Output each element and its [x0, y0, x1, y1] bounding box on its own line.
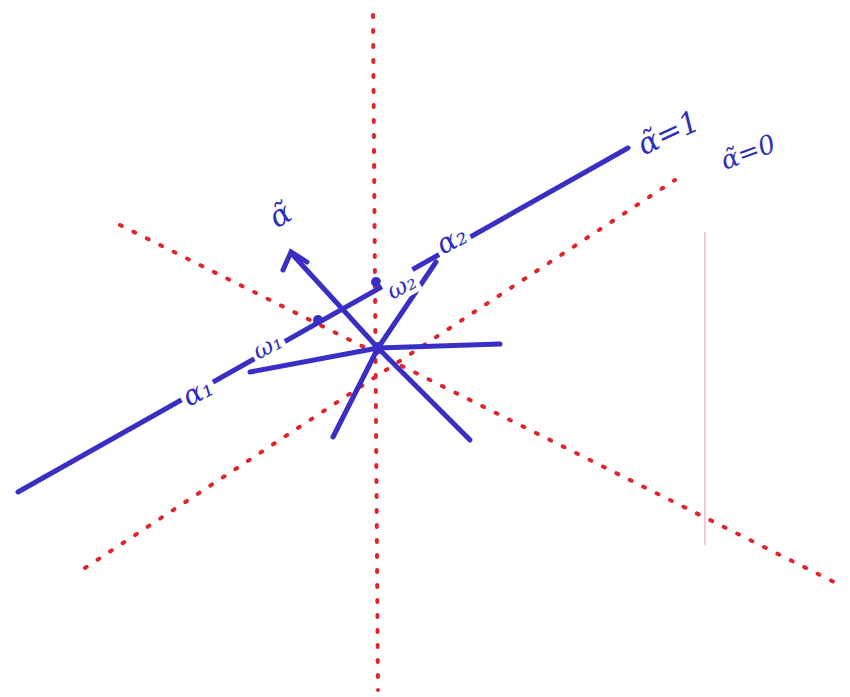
math-label: ω₂ — [380, 266, 423, 306]
math-label: α̃ — [260, 193, 299, 235]
blue-root-vectors — [18, 148, 628, 492]
red-dotted-lines — [85, 15, 840, 690]
faint-line — [704, 232, 706, 545]
math-label: α₁ — [175, 370, 221, 414]
weight-dots — [313, 277, 384, 354]
math-label: α̃=1 — [629, 102, 707, 162]
math-label: α̃=0 — [714, 128, 782, 176]
